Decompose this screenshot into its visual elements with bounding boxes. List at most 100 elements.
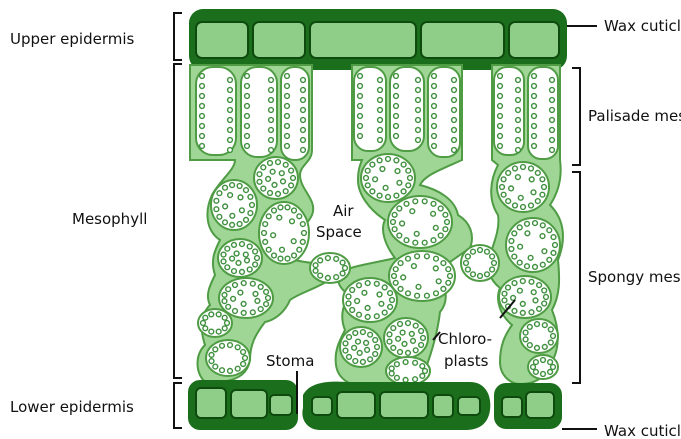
chloroplast <box>269 118 274 123</box>
chloroplast <box>365 183 370 188</box>
chloroplast <box>518 288 523 293</box>
chloroplast <box>200 74 205 79</box>
chloroplast <box>200 94 205 99</box>
chloroplast <box>452 88 457 93</box>
chloroplast <box>394 84 399 89</box>
chloroplast <box>502 298 507 303</box>
chloroplast <box>386 157 391 162</box>
chloroplast <box>223 220 228 225</box>
chloroplast <box>394 193 399 198</box>
chloroplast <box>279 171 284 176</box>
chloroplast <box>392 212 397 217</box>
chloroplast <box>516 88 521 93</box>
chloroplast <box>438 233 443 238</box>
chloroplast <box>432 94 437 99</box>
chloroplast <box>377 158 382 163</box>
chloroplast <box>498 124 503 129</box>
chloroplast <box>413 348 418 353</box>
chloroplast <box>326 256 331 261</box>
chloroplast <box>537 307 542 312</box>
chloroplast <box>380 167 385 172</box>
chloroplast <box>301 118 306 123</box>
chloroplast <box>269 88 274 93</box>
chloroplast <box>352 345 357 350</box>
chloroplast <box>238 290 243 295</box>
chloroplast <box>243 356 248 361</box>
chloroplast <box>356 339 361 344</box>
upper-epidermis-label: Upper epidermis <box>10 30 135 48</box>
chloroplast <box>532 104 537 109</box>
chloroplast <box>412 264 417 269</box>
chloroplast <box>253 249 258 254</box>
chloroplast <box>233 283 238 288</box>
chloroplast <box>353 359 358 364</box>
chloroplast <box>431 201 436 206</box>
chloroplast <box>292 253 297 258</box>
chloroplast <box>432 104 437 109</box>
chloroplast <box>301 78 306 83</box>
chloroplast <box>240 242 245 247</box>
chloroplast <box>387 339 392 344</box>
chloroplast <box>226 287 231 292</box>
lower-epidermis-cell <box>312 397 332 415</box>
chloroplast <box>520 311 525 316</box>
chloroplast <box>201 321 206 326</box>
chloroplast <box>280 247 285 252</box>
chloroplast <box>392 274 397 279</box>
chloroplast <box>228 148 233 153</box>
chloroplast <box>245 74 250 79</box>
chloroplast <box>228 128 233 133</box>
chloroplast <box>425 254 430 259</box>
lower-epidermis-cell <box>337 392 375 418</box>
chloroplast <box>416 284 421 289</box>
chloroplast <box>237 222 242 227</box>
chloroplast <box>365 306 370 311</box>
chloroplast <box>269 98 274 103</box>
chloroplast <box>285 134 290 139</box>
chloroplast <box>397 233 402 238</box>
chloroplast <box>525 231 530 236</box>
chloroplast <box>297 214 302 219</box>
chloroplast <box>413 377 418 382</box>
chloroplast <box>214 198 219 203</box>
chloroplast <box>355 299 360 304</box>
chloroplast <box>300 222 305 227</box>
chloroplast <box>548 327 553 332</box>
chloroplast <box>485 249 490 254</box>
chloroplast <box>398 350 403 355</box>
chloroplast <box>244 188 249 193</box>
chloroplast <box>240 208 245 213</box>
chloroplast <box>255 256 260 261</box>
chloroplast <box>289 183 294 188</box>
chloroplast <box>548 340 553 345</box>
chloroplast <box>302 231 307 236</box>
chloroplast <box>225 246 230 251</box>
chloroplast <box>245 94 250 99</box>
lower-epidermis-layer <box>188 380 562 430</box>
chloroplast <box>394 134 399 139</box>
chloroplast <box>241 302 246 307</box>
chloroplast <box>271 233 276 238</box>
chloroplast <box>516 138 521 143</box>
lower-epidermis-bracket <box>174 383 182 428</box>
chloroplast <box>245 144 250 149</box>
chloroplast <box>534 370 539 375</box>
chloroplast <box>446 267 451 272</box>
chloroplast <box>364 176 369 181</box>
chloroplast <box>534 360 539 365</box>
chloroplast <box>408 176 413 181</box>
chloroplast <box>416 128 421 133</box>
chloroplast <box>533 221 538 226</box>
chloroplast <box>541 358 546 363</box>
chloroplast <box>511 296 516 301</box>
chloroplast <box>406 168 411 173</box>
chloroplast <box>406 183 411 188</box>
chloroplast <box>393 267 398 272</box>
chloroplast <box>396 336 401 341</box>
chloroplast <box>414 231 419 236</box>
chloroplast <box>248 195 253 200</box>
chloroplast <box>553 243 558 248</box>
lower-epidermis-cell <box>380 392 428 418</box>
chloroplast <box>395 375 400 380</box>
chloroplast <box>214 207 219 212</box>
